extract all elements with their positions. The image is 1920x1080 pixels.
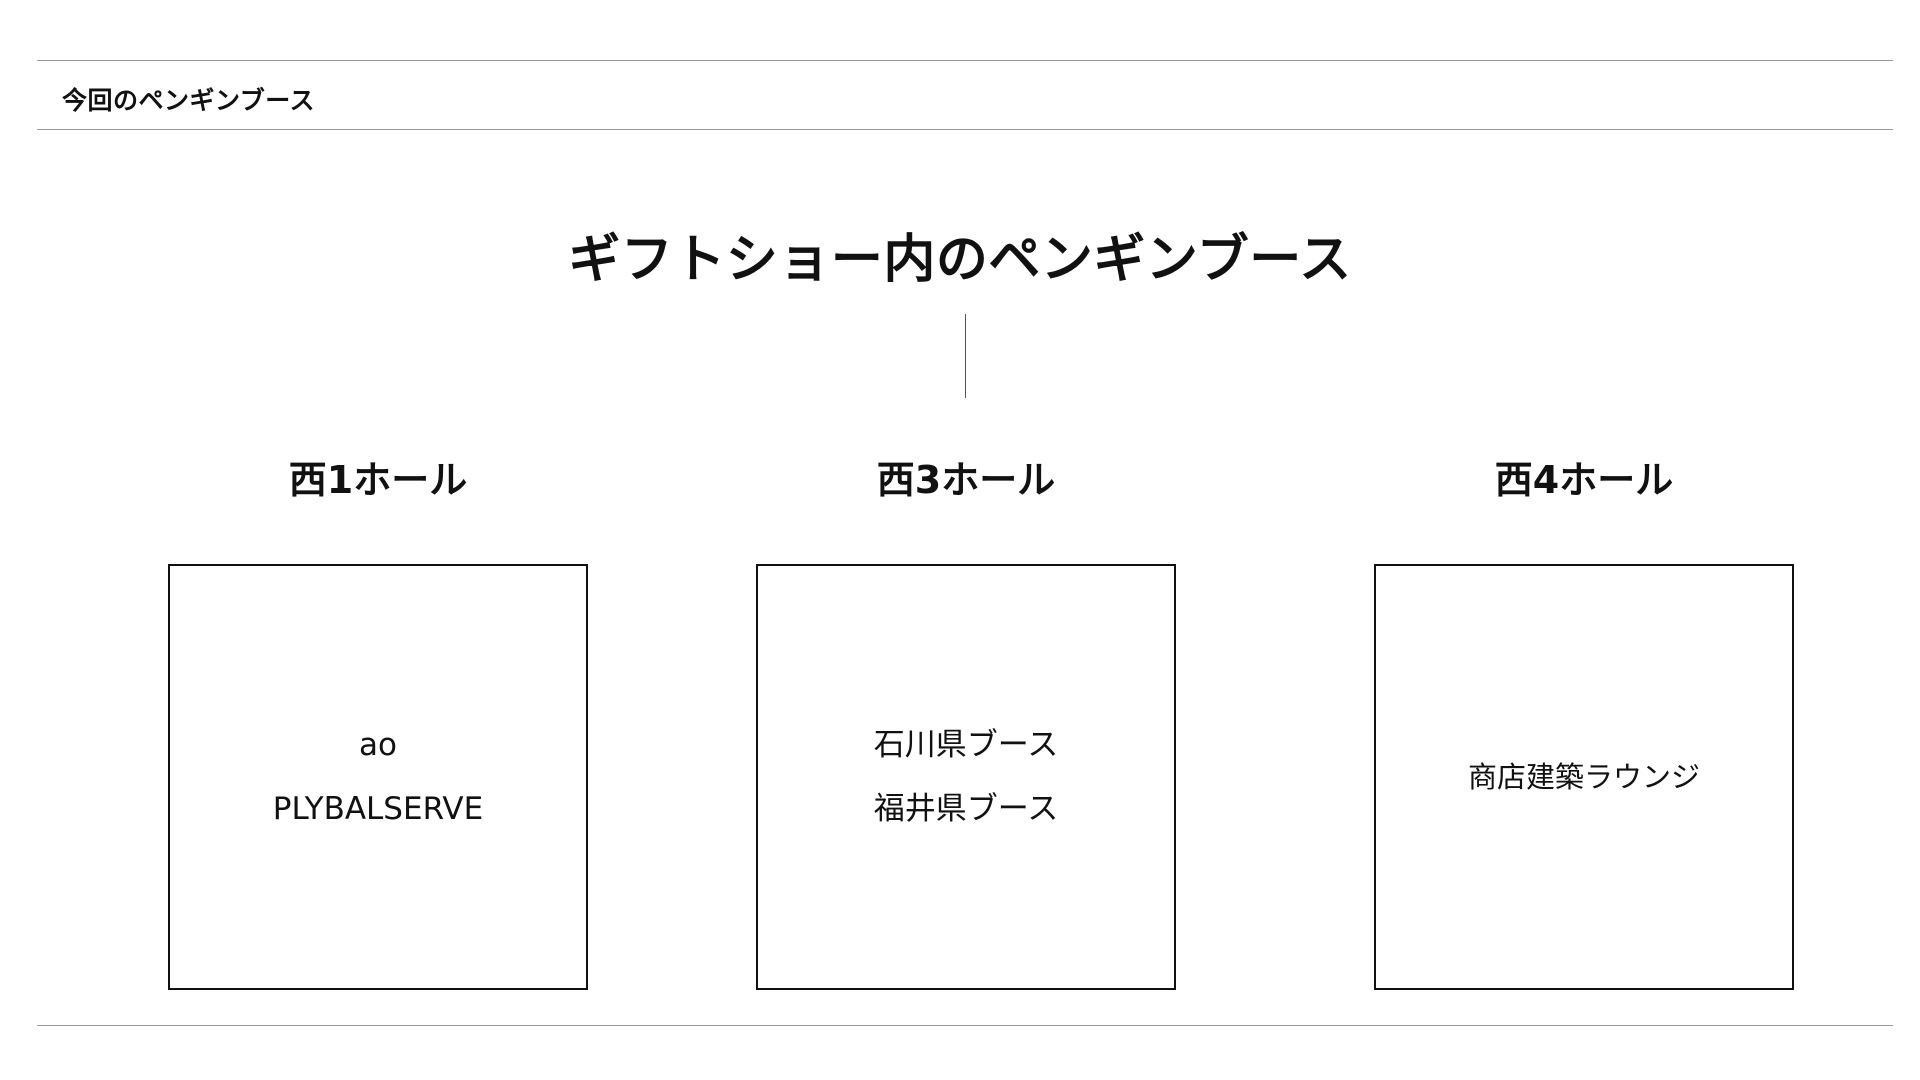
hall-booth-box: ao PLYBALSERVE [168,564,588,990]
hall-booth-box: 石川県ブース 福井県ブース [756,564,1176,990]
hall-west-3: 西3ホール 石川県ブース 福井県ブース [756,456,1176,990]
section-title: 今回のペンギンブース [62,86,316,115]
header-divider [37,129,1893,130]
hall-booth-box: 商店建築ラウンジ [1374,564,1794,990]
booth-name: 福井県ブース [873,791,1059,827]
diagram-title: ギフトショー内のペンギンブース [568,230,1352,290]
hall-title: 西1ホール [288,458,468,502]
booth-name: 石川県ブース [873,727,1059,763]
hall-west-4: 西4ホール 商店建築ラウンジ [1374,456,1794,990]
hall-title: 西4ホール [1494,458,1674,502]
title-connector-line [965,314,966,398]
booth-name: 商店建築ラウンジ [1467,760,1700,794]
booth-name: PLYBALSERVE [272,791,484,827]
hall-title: 西3ホール [876,458,1056,502]
bottom-divider [37,1025,1893,1026]
top-divider [37,60,1893,61]
booth-name: ao [359,727,397,763]
hall-west-1: 西1ホール ao PLYBALSERVE [168,456,588,990]
